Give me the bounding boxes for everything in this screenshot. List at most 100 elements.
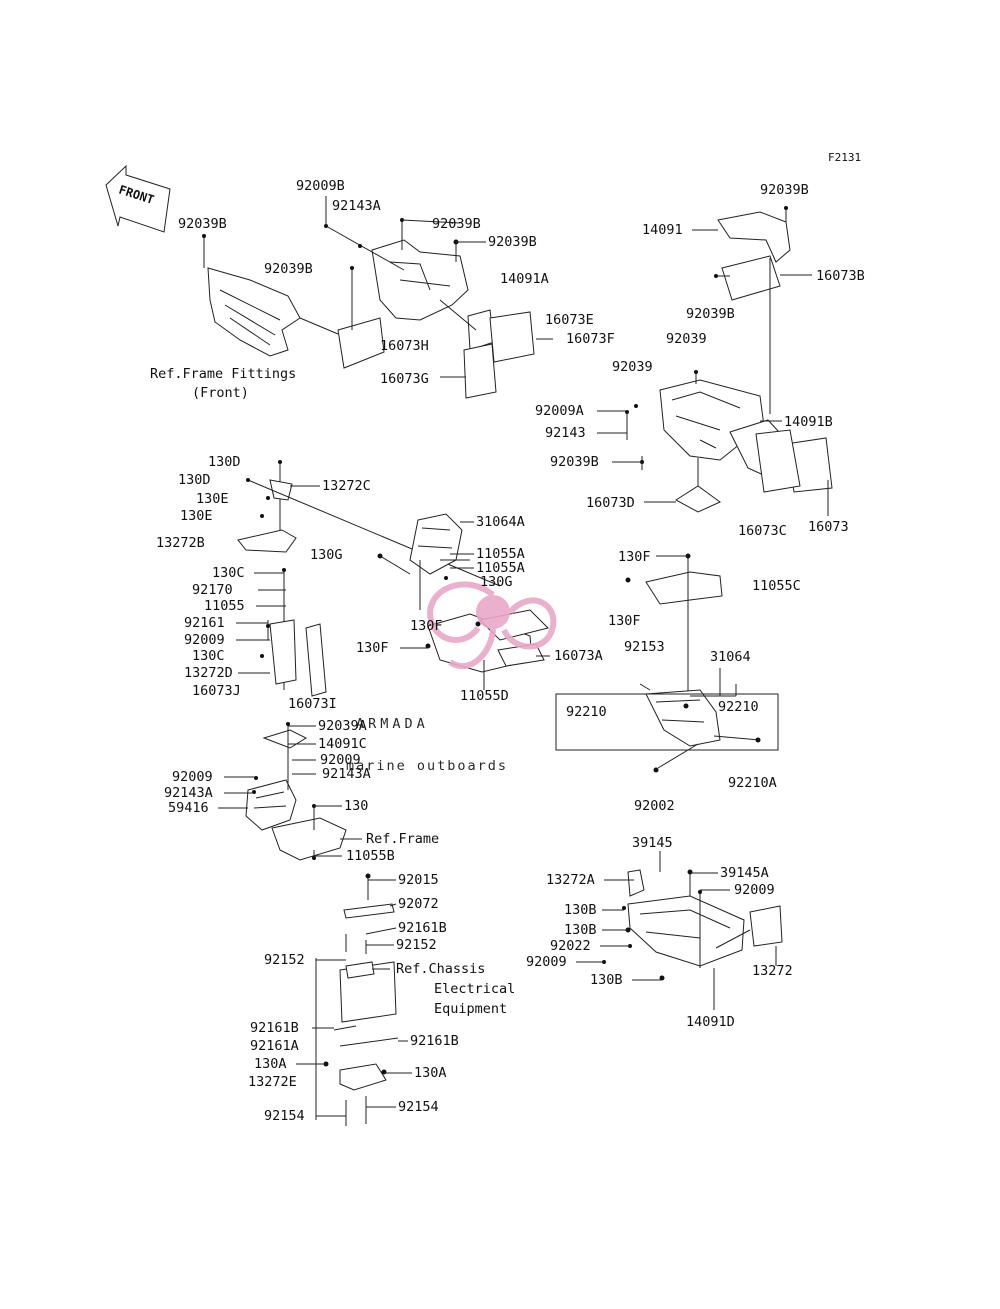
part-label: 92039B: [488, 234, 537, 250]
part-label: 16073F: [566, 331, 615, 347]
part-label: 11055: [204, 598, 245, 614]
part-label: 92154: [264, 1108, 305, 1124]
part-label: 92154: [398, 1099, 439, 1115]
part-label: 92009: [526, 954, 567, 970]
part-label: 92039B: [178, 216, 227, 232]
part-label: 130: [344, 798, 368, 814]
armada-watermark: ARMADA marine outboards: [346, 581, 557, 774]
part-label: 92039B: [432, 216, 481, 232]
part-label: 92009B: [296, 178, 345, 194]
ref-chassis-label: Ref.Chassis: [396, 961, 485, 977]
part-label: 92009: [320, 752, 361, 768]
part-label: 92039B: [264, 261, 313, 277]
part-label: 14091D: [686, 1014, 735, 1030]
part-label: 130C: [192, 648, 225, 664]
part-label: 31064: [710, 649, 751, 665]
part-label: 92143A: [322, 766, 371, 782]
lower-right-cover-group: [602, 869, 783, 1010]
watermark-tagline: marine outboards: [346, 758, 508, 774]
part-label: 31064A: [476, 514, 525, 530]
part-label: 11055A: [476, 560, 525, 576]
part-label: 92161B: [250, 1020, 299, 1036]
part-label: 92143: [545, 425, 586, 441]
part-label: 13272A: [546, 872, 595, 888]
part-label: 130B: [564, 902, 597, 918]
part-label: 13272D: [184, 665, 233, 681]
front-arrow-label: FRONT: [117, 183, 156, 207]
ref-frame-fittings-label: Ref.Frame Fittings: [150, 366, 296, 382]
part-label: 92009: [734, 882, 775, 898]
part-label: 11055C: [752, 578, 801, 594]
part-label: 92170: [192, 582, 233, 598]
part-label: 92143A: [164, 785, 213, 801]
part-label: 92039A: [318, 718, 367, 734]
part-label: 92039B: [686, 306, 735, 322]
part-label: 92161B: [398, 920, 447, 936]
part-label: 130A: [414, 1065, 447, 1081]
part-label: 16073D: [586, 495, 635, 511]
part-label: 130E: [196, 491, 229, 507]
part-label: 130F: [410, 618, 443, 634]
part-label: 92009A: [535, 403, 584, 419]
upper-left-cover-group: [202, 196, 535, 399]
part-label: 16073A: [554, 648, 603, 664]
part-label: 92210A: [728, 775, 777, 791]
part-label: 92039B: [760, 182, 809, 198]
part-label: 130C: [212, 565, 245, 581]
part-label: 16073B: [816, 268, 865, 284]
part-label: 92009: [172, 769, 213, 785]
part-label: 13272C: [322, 478, 371, 494]
leader-lines: [218, 219, 829, 1117]
part-label: 14091: [642, 222, 683, 238]
part-label: 92072: [398, 896, 439, 912]
part-label: 11055B: [346, 848, 395, 864]
front-arrow-icon: FRONT: [105, 164, 171, 233]
propeller-logo-icon: [426, 581, 557, 670]
part-label: 92152: [264, 952, 305, 968]
part-label: 130D: [178, 472, 211, 488]
part-label: 92152: [396, 937, 437, 953]
figure-id: F2131: [828, 151, 861, 164]
part-label: 16073C: [738, 523, 787, 539]
part-label: 130B: [590, 972, 623, 988]
part-label: 14091B: [784, 414, 833, 430]
part-label: 11055A: [476, 546, 525, 562]
part-label: 16073: [808, 519, 849, 535]
part-label: 39145: [632, 835, 673, 851]
part-label: 92210: [566, 704, 607, 720]
part-label: 92161: [184, 615, 225, 631]
middle-left-bracket-group: [237, 460, 501, 697]
upper-right-cover-group: [625, 206, 833, 513]
part-label: 92002: [634, 798, 675, 814]
part-label: 92161A: [250, 1038, 299, 1054]
middle-right-bracket-group: [555, 553, 779, 773]
part-label: 16073H: [380, 338, 429, 354]
part-labels: 92009B 92143A 92039B 92039B 92039B 92039…: [150, 178, 865, 1124]
battery-group: [315, 873, 399, 1126]
part-label: 13272B: [156, 535, 205, 551]
part-label: 130F: [608, 613, 641, 629]
part-label: 92143A: [332, 198, 381, 214]
part-label: 92210: [718, 699, 759, 715]
part-label: 14091C: [318, 736, 367, 752]
part-label: 39145A: [720, 865, 769, 881]
part-label: 92039: [666, 331, 707, 347]
part-label: 130G: [310, 547, 343, 563]
part-label: 130G: [480, 574, 513, 590]
watermark-brand: ARMADA: [356, 716, 429, 732]
ref-frame-fittings-label-2: (Front): [192, 385, 249, 401]
part-label: 92022: [550, 938, 591, 954]
part-label: 11055D: [460, 688, 509, 704]
part-label: 92161B: [410, 1033, 459, 1049]
part-label: 130B: [564, 922, 597, 938]
part-label: 16073I: [288, 696, 337, 712]
part-label: 92153: [624, 639, 665, 655]
part-label: 92039: [612, 359, 653, 375]
lower-left-mount-group: [245, 722, 347, 861]
part-label: 130A: [254, 1056, 287, 1072]
part-label: 92009: [184, 632, 225, 648]
part-label: 16073J: [192, 683, 241, 699]
part-label: 92039B: [550, 454, 599, 470]
part-label: 130E: [180, 508, 213, 524]
